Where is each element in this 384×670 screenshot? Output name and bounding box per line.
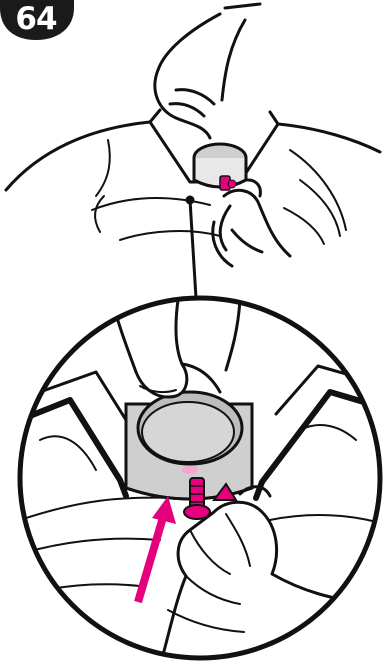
callout-leader [186,196,197,299]
overview-lower-hand [213,190,290,266]
step-number: 64 [4,0,68,38]
overview-upper-hand [155,14,245,138]
